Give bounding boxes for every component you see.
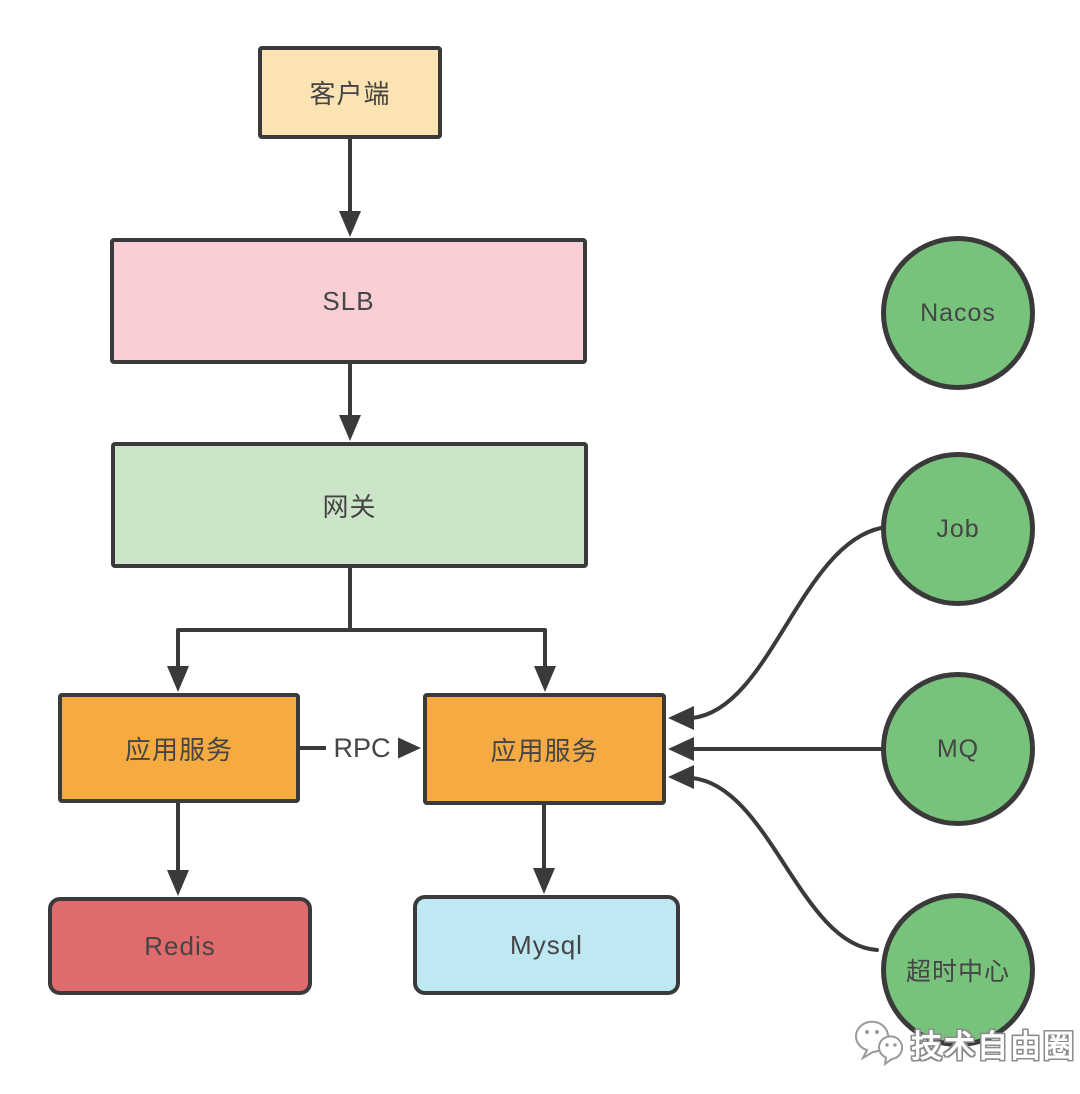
watermark-text: 技术自由圈 — [911, 1028, 1076, 1064]
arrowhead-into-mysql — [533, 868, 555, 894]
arrowhead-into-appright-top — [534, 666, 556, 692]
arrow-job-to-appright — [690, 526, 883, 720]
arrowhead-from-job — [668, 706, 694, 730]
node-nacos-label: Nacos — [920, 298, 996, 327]
wechat-icon — [855, 1020, 904, 1066]
edge-label-rpc: RPC — [326, 731, 398, 765]
node-timeout-center-label: 超时中心 — [905, 958, 1010, 986]
node-job-label: Job — [936, 514, 980, 543]
arrow-timeout-to-appright — [690, 776, 879, 952]
node-mysql: Mysql — [413, 895, 680, 995]
node-client: 客户端 — [258, 46, 442, 139]
arrowhead-into-gateway — [339, 415, 361, 441]
watermark: 技术自由圈 — [854, 1020, 1076, 1066]
node-client-label: 客户端 — [309, 79, 391, 109]
node-nacos: Nacos — [881, 236, 1035, 390]
node-app-service-right-label: 应用服务 — [490, 735, 599, 766]
node-mysql-label: Mysql — [510, 929, 583, 960]
arrowhead-into-redis — [167, 870, 189, 896]
node-redis-label: Redis — [144, 930, 216, 961]
node-app-service-right: 应用服务 — [423, 693, 666, 805]
node-mq-label: MQ — [936, 734, 980, 763]
node-gateway: 网关 — [111, 442, 588, 568]
arrowhead-into-slb — [339, 211, 361, 237]
node-gateway-label: 网关 — [322, 491, 377, 522]
node-app-service-left-label: 应用服务 — [124, 734, 233, 765]
node-mq: MQ — [881, 672, 1035, 826]
arrowhead-rpc — [397, 737, 421, 759]
arrowhead-from-timeout — [668, 765, 694, 789]
arrow-gateway-split — [176, 566, 547, 670]
node-timeout-center: 超时中心 — [881, 893, 1035, 1047]
node-slb: SLB — [110, 238, 587, 364]
node-slb-label: SLB — [322, 285, 375, 316]
node-job: Job — [881, 452, 1035, 606]
arrowhead-into-appleft — [167, 666, 189, 692]
arrowhead-from-mq — [668, 737, 694, 761]
node-redis: Redis — [48, 897, 312, 995]
node-app-service-left: 应用服务 — [58, 693, 300, 803]
